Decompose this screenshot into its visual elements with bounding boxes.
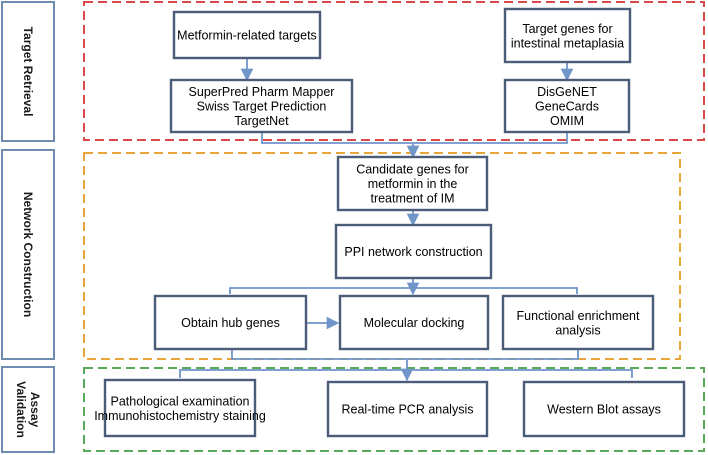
node-box (334, 223, 493, 280)
node-label-line: SuperPred Pharm Mapper (189, 85, 335, 99)
ppi-branch-connector (229, 278, 414, 294)
node-label-line: PPI network construction (344, 245, 482, 259)
node-label-line: Swiss Target Prediction (197, 100, 327, 114)
node-box (503, 7, 632, 64)
node-label: Metformin-related targets (177, 29, 317, 43)
node-label-line: analysis (555, 323, 600, 337)
node-label: Western Blot assays (547, 403, 661, 417)
validation-frame (83, 367, 705, 452)
merge-to-candidate-connector (261, 132, 568, 144)
node-label-line: Functional enrichment (517, 309, 641, 323)
validation-branch-connector (179, 359, 408, 378)
node-label-line: Molecular docking (364, 316, 465, 330)
node-label: Real-time PCR analysis (342, 403, 474, 417)
node-label: Obtain hub genes (181, 316, 280, 330)
section-label-line: Assay (28, 392, 42, 428)
node-box (338, 294, 490, 351)
node-western-blot: Western Blot assays (522, 380, 686, 438)
node-label-line: Candidate genes for (356, 163, 469, 177)
node-label-line: TargetNet (234, 114, 289, 128)
node-label-line: Immunohistochemistry staining (94, 409, 266, 423)
node-box (503, 78, 631, 134)
node-label-line: DisGeNET (537, 85, 597, 99)
node-metformin-targets: Metformin-related targets (172, 10, 322, 60)
node-label-line: intestinal metaplasia (511, 36, 624, 50)
node-label-line: OMIM (550, 114, 584, 128)
node-label-line: Target genes for (522, 22, 612, 36)
section-label-network-construction: Network Construction (21, 192, 35, 317)
section-label-assay-validation: AssayValidation (14, 381, 42, 438)
node-box (336, 155, 489, 212)
node-label: Molecular docking (364, 316, 465, 330)
merge-to-validation-connector (231, 349, 579, 360)
node-label: PPI network construction (344, 245, 482, 259)
node-box (169, 78, 354, 134)
node-box (501, 294, 655, 351)
node-box (326, 380, 489, 438)
node-ppi-network: PPI network construction (334, 223, 493, 280)
section-network-construction: Network Construction (1, 149, 55, 360)
section-target-retrieval: Target Retrieval (1, 1, 55, 142)
retrieval-frame (83, 1, 705, 141)
section-label-target-retrieval: Target Retrieval (21, 27, 35, 117)
node-label-line: Real-time PCR analysis (342, 403, 474, 417)
node-label-line: Western Blot assays (547, 403, 661, 417)
node-box (103, 378, 257, 438)
node-label-line: Pathological examination (111, 394, 250, 408)
node-box (522, 380, 686, 438)
node-molecular-docking: Molecular docking (338, 294, 490, 351)
node-realtime-pcr: Real-time PCR analysis (326, 380, 489, 438)
node-box (153, 294, 308, 351)
section-label-line: Target Retrieval (21, 27, 35, 117)
section-label-line: Network Construction (21, 192, 35, 317)
ppi-branch-connector-right (413, 287, 578, 294)
connectors (179, 58, 633, 382)
node-box (172, 10, 322, 60)
section-assay-validation: AssayValidation (1, 366, 55, 453)
node-hub-genes: Obtain hub genes (153, 294, 308, 351)
validation-branch-connector-right (407, 369, 633, 378)
node-label-line: GeneCards (535, 100, 599, 114)
node-label-line: Obtain hub genes (181, 316, 280, 330)
node-label-line: Metformin-related targets (177, 29, 317, 43)
node-label-line: metformin in the (368, 177, 458, 191)
node-label-line: treatment of IM (370, 192, 454, 206)
section-label-line: Validation (14, 381, 28, 438)
